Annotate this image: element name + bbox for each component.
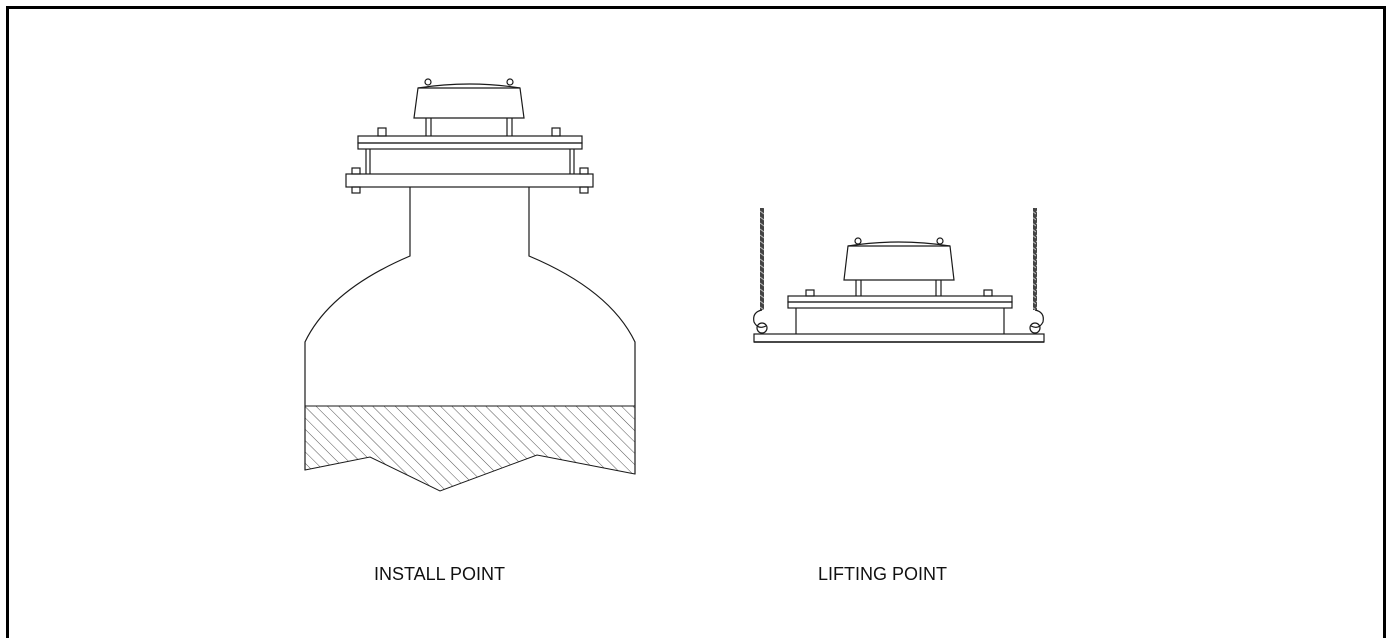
vent-cap bbox=[843, 237, 955, 296]
tank-body bbox=[304, 187, 636, 474]
install-point-caption: INSTALL POINT bbox=[374, 564, 506, 584]
lifting-point-caption: LIFTING POINT bbox=[818, 564, 948, 584]
install-point-figure bbox=[304, 78, 636, 492]
bolt-icon bbox=[377, 127, 387, 137]
bolt-icon bbox=[579, 167, 589, 175]
bolt-icon bbox=[351, 167, 361, 175]
bolt-icon bbox=[351, 186, 361, 194]
lifting-point-figure bbox=[753, 208, 1045, 343]
bolt-icon bbox=[983, 289, 993, 297]
bolt-icon bbox=[805, 289, 815, 297]
hook-icon bbox=[1029, 309, 1044, 334]
bolt-icon bbox=[424, 78, 432, 86]
chain-icon bbox=[760, 208, 764, 310]
hook-icon bbox=[753, 309, 768, 334]
base-plate bbox=[753, 333, 1045, 343]
lifted-flange bbox=[787, 289, 1013, 334]
bolt-icon bbox=[579, 186, 589, 194]
bolt-icon bbox=[936, 237, 944, 245]
upper-flange bbox=[357, 127, 583, 174]
bolt-icon bbox=[854, 237, 862, 245]
bolt-icon bbox=[551, 127, 561, 137]
bolt-icon bbox=[506, 78, 514, 86]
ground-hatch bbox=[304, 405, 636, 492]
vent-cap bbox=[413, 78, 525, 136]
lower-flange bbox=[345, 167, 594, 194]
drawing-frame bbox=[6, 6, 1386, 638]
chain-icon bbox=[1033, 208, 1037, 310]
